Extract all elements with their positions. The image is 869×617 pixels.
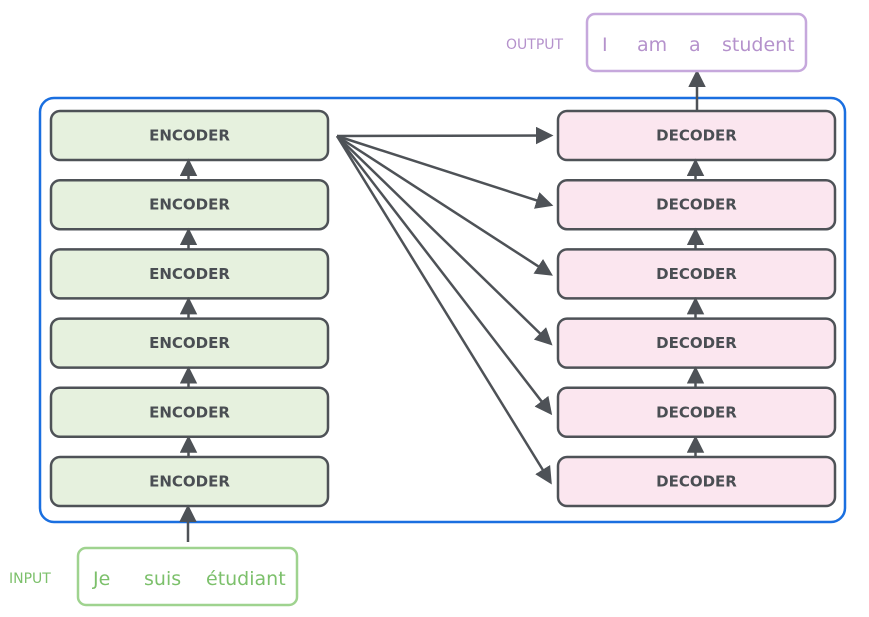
encoder-box-label: ENCODER [149,473,230,491]
output-label: OUTPUT [506,37,564,53]
encoder-to-decoder-arrow [336,135,553,416]
encoder-to-decoder-arrow [336,134,553,276]
encoder-to-decoder-arrow [336,134,554,209]
decoder-box-label: DECODER [656,196,737,214]
decoder-box-label: DECODER [656,473,737,491]
decoder-box: DECODER [556,248,837,300]
encoder-to-decoder-arrow [336,135,553,346]
encoder-box-label: ENCODER [149,196,230,214]
encoder-box: ENCODER [49,248,330,300]
output-token: student [722,34,795,56]
output-token: am [637,34,667,56]
output-token: a [689,34,701,56]
input-group: INPUT Je suis étudiant [9,546,299,607]
encoder-box: ENCODER [49,109,330,162]
decoder-box-label: DECODER [656,265,737,283]
input-token: suis [144,568,181,590]
input-token: Je [92,568,110,590]
encoder-box: ENCODER [49,317,330,369]
encoder-box: ENCODER [49,386,330,439]
decoder-box: DECODER [556,455,837,508]
decoder-box: DECODER [556,178,837,231]
decoder-box: DECODER [556,317,837,369]
decoder-box-label: DECODER [656,127,737,145]
encoder-to-decoder-arrow [336,126,554,145]
output-group: OUTPUT I am a student [506,12,808,73]
decoder-box: DECODER [556,109,837,162]
input-label: INPUT [9,571,51,587]
decoder-box-label: DECODER [656,334,737,352]
encoder-box: ENCODER [49,455,330,508]
input-token: étudiant [206,568,286,590]
decoder-box: DECODER [556,386,837,439]
input-box [76,546,299,607]
encoder-box-label: ENCODER [149,127,230,145]
decoder-box-label: DECODER [656,403,737,421]
encoder-box-label: ENCODER [149,265,230,283]
encoder-decoder-stack-frame [38,96,847,524]
encoder-box-label: ENCODER [149,403,230,421]
output-box [585,12,808,73]
encoder-to-decoder-arrow [335,135,552,485]
decoder-stack: DECODER DECODER DECODER DECODER DECODER DECOD… [556,109,837,508]
connection-arrows [179,69,706,542]
encoder-box: ENCODER [49,178,330,231]
output-token: I [602,34,608,56]
encoder-box-label: ENCODER [149,334,230,352]
